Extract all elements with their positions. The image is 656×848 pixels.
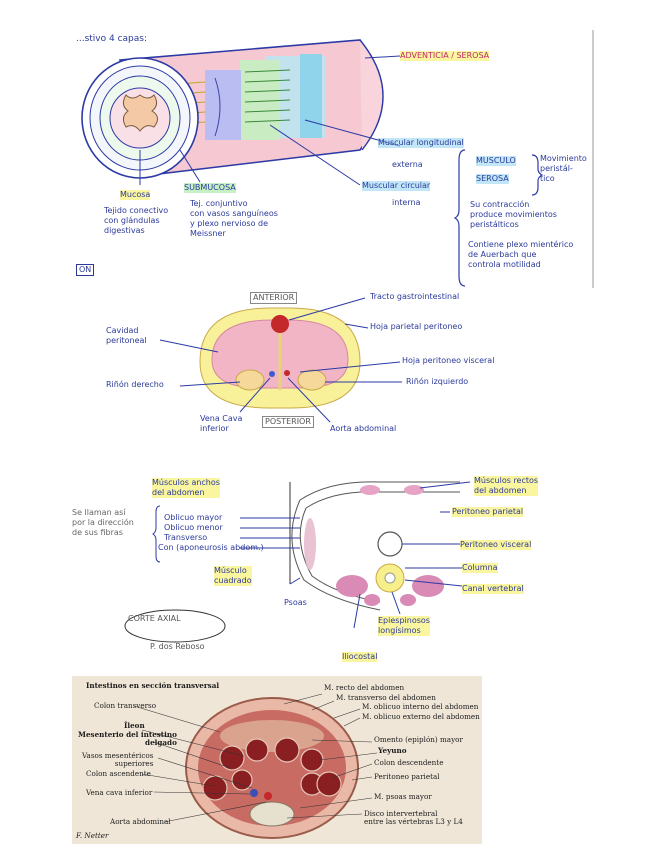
atlas-right-label: Omento (epiplón) mayor	[374, 735, 463, 744]
digestive-tube-drawing	[81, 30, 594, 288]
atlas-right-label: M. psoas mayor	[374, 792, 432, 801]
musculo-cuadrado-label: Músculo cuadrado	[214, 566, 252, 586]
fascia-label: Con (aponeurosis abdom.)	[158, 543, 264, 552]
adventicia-label: ADVENTICIA / SEROSA	[400, 51, 490, 61]
canal-vertebral-label: Canal vertebral	[462, 584, 524, 594]
atlas-title: Intestinos en sección transversal	[86, 681, 220, 690]
atlas-signature: F. Netter	[76, 831, 109, 840]
oblicuo-menor-label: Oblicuo menor	[164, 523, 223, 532]
corte-axial-label: CORTE AXIAL	[128, 614, 181, 623]
right-desc-2: Su contracción produce movimientos peris…	[470, 200, 557, 229]
peritoneo-visceral-label: Peritoneo visceral	[460, 540, 532, 550]
tracto-label: Tracto gastrointestinal	[370, 292, 460, 301]
se-nombran-label: Se llaman así por la dirección de sus fi…	[72, 508, 134, 537]
atlas-right-label: M. oblicuo externo del abdomen	[362, 712, 480, 721]
submucosa-desc: Tej. conjuntivo con vasos sanguíneos y p…	[190, 199, 278, 238]
submucosa-label: SUBMUCOSA	[184, 183, 236, 193]
anterior-label: ANTERIOR	[250, 292, 298, 304]
interna-label: interna	[392, 198, 421, 207]
right-musculo-label: MUSCULO	[476, 156, 516, 166]
peritoneum-diagram	[159, 297, 402, 423]
atlas-left-label: Íleon	[124, 721, 145, 730]
externa-label: externa	[392, 160, 423, 169]
posterior-label: POSTERIOR	[262, 416, 314, 428]
atlas-right-label: Colon descendente	[374, 758, 444, 767]
mucosa-label: Mucosa	[120, 190, 151, 200]
columna-label: Columna	[462, 563, 498, 573]
musculos-anchos-label: Músculos anchos del abdomen	[152, 478, 220, 498]
cavidad-label: Cavidad peritoneal	[106, 326, 147, 345]
rinon-derecho-label: Riñón derecho	[106, 380, 164, 389]
atlas-illustration	[133, 693, 378, 839]
corner-tag: ON	[76, 264, 95, 276]
aorta-label: Aorta abdominal	[330, 424, 397, 433]
iliocostal-label: Iliocostal	[342, 652, 378, 662]
atlas-left-label: Vena cava inferior	[86, 788, 153, 797]
atlas-right-label: Peritoneo parietal	[374, 772, 440, 781]
atlas-right-label: M. transverso del abdomen	[336, 693, 436, 702]
atlas-left-label: Vasos mesentéricos superiores	[82, 751, 154, 768]
abdominal-wall-diagram	[124, 481, 471, 643]
hoja-parietal-label: Hoja parietal peritoneo	[370, 322, 463, 331]
atlas-left-label: Colon ascendente	[86, 769, 151, 778]
notes-signature: P. dos Reboso	[150, 642, 205, 651]
rinon-izquierdo-label: Riñón izquierdo	[406, 377, 469, 386]
epiespinosos-label: Epiespinosos longísimos	[378, 616, 430, 636]
oblicuo-mayor-label: Oblicuo mayor	[164, 513, 223, 522]
atlas-figure: Intestinos en sección transversal M. rec…	[72, 676, 482, 844]
section1-title: ...stivo 4 capas:	[76, 34, 147, 44]
hoja-visceral-label: Hoja peritoneo visceral	[402, 356, 495, 365]
right-serosa-label: SEROSA	[476, 174, 509, 184]
vena-cava-label: Vena Cava inferior	[200, 414, 243, 433]
right-desc-1: Movimiento peristál- tico	[540, 154, 587, 183]
mucosa-desc: Tejido conectivo con glándulas digestiva…	[104, 206, 169, 235]
atlas-left-label: Aorta abdominal	[110, 817, 171, 826]
atlas-left-label: Colon transverso	[94, 701, 157, 710]
atlas-left-label: Mesenterio del intestino delgado	[78, 730, 177, 747]
peritoneo-parietal-label: Peritoneo parietal	[452, 507, 524, 517]
rectos-label: Músculos rectos del abdomen	[474, 476, 539, 496]
muscular-circular-label: Muscular circular	[362, 181, 431, 191]
atlas-right-label: Yeyuno	[378, 746, 407, 755]
psoas-label: Psoas	[284, 598, 307, 607]
transverso-label: Transverso	[164, 533, 208, 542]
atlas-right-label: M. oblicuo interno del abdomen	[362, 702, 479, 711]
right-desc-3: Contiene plexo mientérico de Auerbach qu…	[468, 240, 574, 269]
atlas-right-label: M. recto del abdomen	[324, 683, 405, 692]
muscular-longitudinal-label: Muscular longitudinal	[378, 138, 464, 148]
atlas-right-label: Disco intervertebral entre las vértebras…	[364, 809, 463, 826]
